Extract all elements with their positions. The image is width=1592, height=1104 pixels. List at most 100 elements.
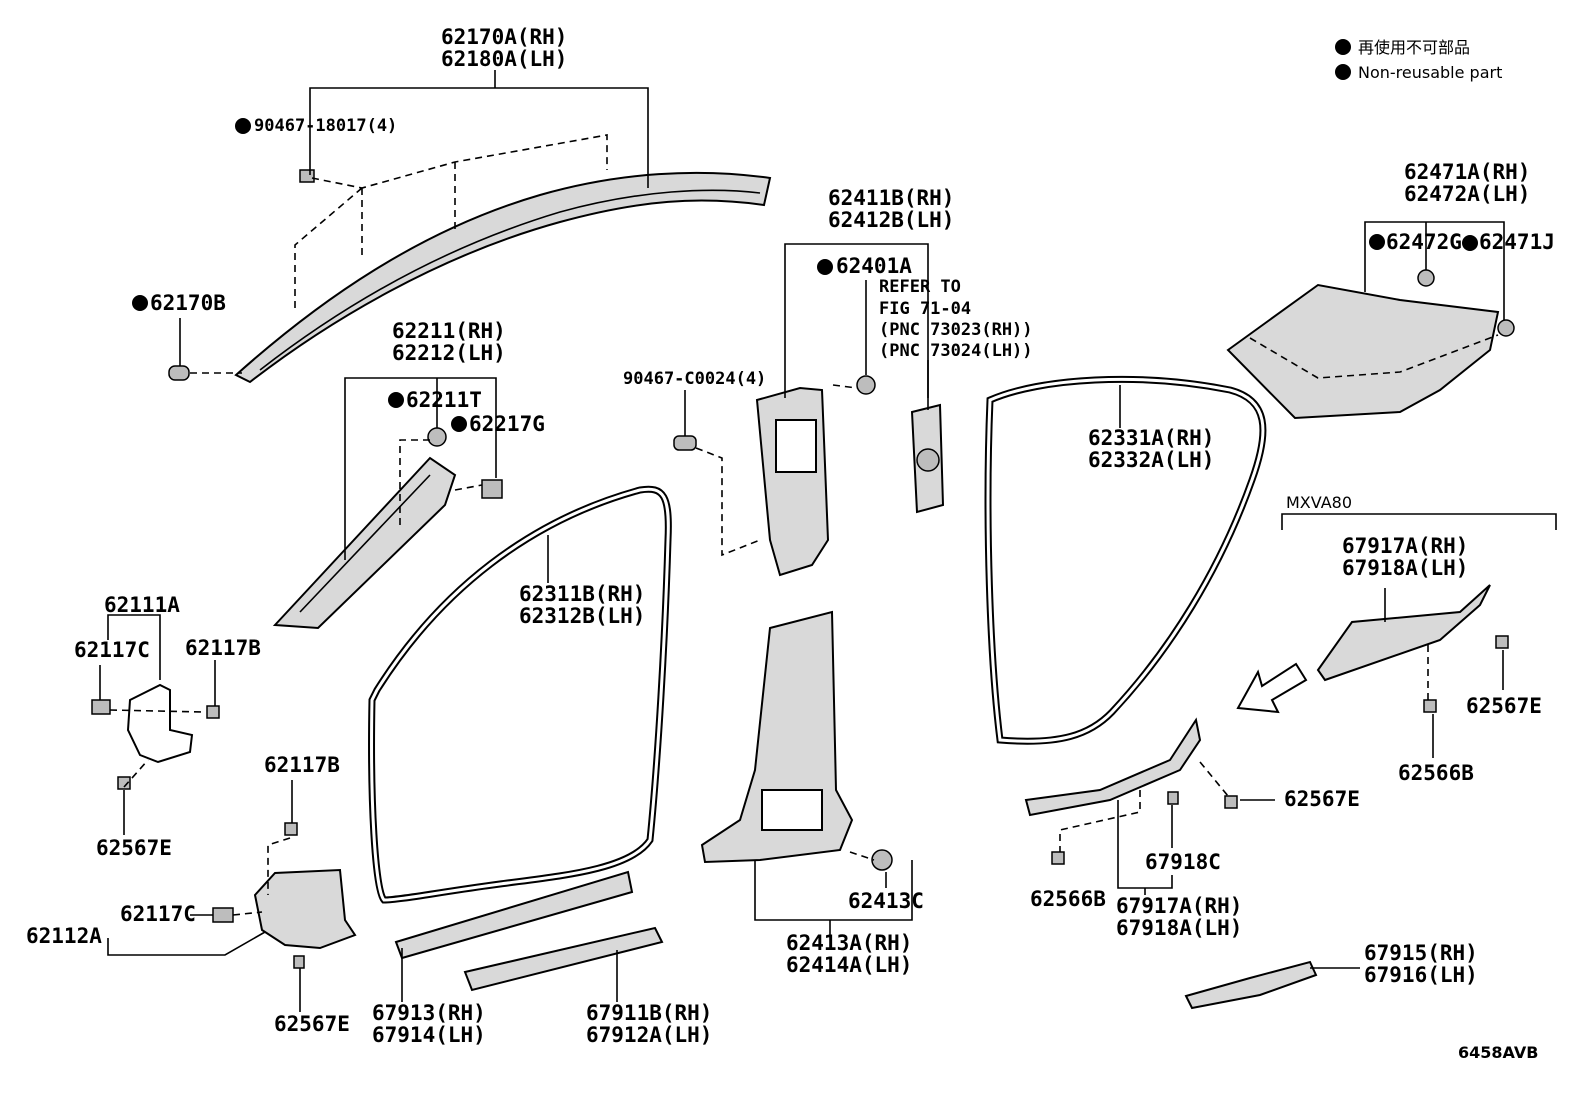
label-62311B: 62311B(RH) — [519, 582, 645, 606]
front-scuff-plate-part — [394, 870, 634, 960]
clip-icon — [206, 705, 220, 719]
clip-icon — [1167, 791, 1179, 805]
label-62567E: 62567E — [1466, 694, 1542, 718]
label-62412B: 62412B(LH) — [828, 208, 954, 232]
label-62211T: 62211T — [406, 388, 482, 412]
quarter-pillar-garnish-part — [1226, 269, 1515, 420]
direction-arrow-icon — [1236, 662, 1308, 714]
label-refer-pnc-lh: (PNC 73024(LH)) — [879, 341, 1033, 361]
non-reusable-bullet-icon — [1462, 235, 1478, 251]
roof-side-garnish-part — [168, 169, 772, 384]
label-62566B: 62566B — [1030, 887, 1106, 911]
clip-icon — [916, 448, 940, 472]
label-62567E: 62567E — [96, 836, 172, 860]
clip-icon — [1497, 319, 1515, 337]
label-62117C: 62117C — [74, 638, 150, 662]
label-62401A: 62401A — [836, 254, 912, 278]
front-pillar-garnish-part — [272, 427, 503, 630]
clip-icon — [1224, 795, 1238, 809]
non-reusable-bullet-icon — [817, 259, 833, 275]
legend: 再使用不可部品 Non-reusable part — [1335, 38, 1502, 82]
label-62413A: 62413A(RH) — [786, 931, 912, 955]
center-pillar-lower-garnish-part — [700, 610, 893, 871]
label-62472G: 62472G — [1386, 230, 1462, 254]
label-67914: 67914(LH) — [372, 1023, 486, 1047]
clip-icon — [91, 699, 111, 715]
label-62170B: 62170B — [150, 291, 226, 315]
legend-jp: 再使用不可部品 — [1358, 38, 1470, 57]
clip-icon — [284, 822, 298, 836]
clip-icon — [1051, 851, 1065, 865]
figure-code: 6458AVB — [1458, 1043, 1538, 1062]
label-refer-to: REFER TO — [879, 277, 961, 297]
clip-icon — [1417, 269, 1435, 287]
leader-lines — [99, 70, 1557, 1012]
front-door-weatherstrip-part — [368, 485, 672, 904]
label-67916: 67916(LH) — [1364, 963, 1478, 987]
label-62471A: 62471A(RH) — [1404, 160, 1530, 184]
front-scuff-inner-part — [463, 926, 664, 992]
clip-icon — [1495, 635, 1509, 649]
clip-icon — [673, 435, 697, 451]
label-62312B: 62312B(LH) — [519, 604, 645, 628]
label-mxva80: MXVA80 — [1286, 493, 1352, 512]
part-labels: 62170A(RH) 62180A(LH) 90467-18017(4) 621… — [26, 25, 1555, 1062]
rear-scuff-plate-part — [1184, 960, 1318, 1010]
non-reusable-bullet-icon — [1335, 64, 1351, 80]
clip-icon — [1423, 699, 1437, 713]
non-reusable-markers — [132, 118, 1478, 432]
clip-icon — [856, 375, 876, 395]
label-67917A: 67917A(RH) — [1342, 534, 1468, 558]
non-reusable-bullet-icon — [235, 118, 251, 134]
clip-icon — [481, 479, 503, 499]
label-67911B: 67911B(RH) — [586, 1001, 712, 1025]
label-90467-18017: 90467-18017(4) — [254, 116, 397, 136]
label-62471J: 62471J — [1479, 230, 1555, 254]
clip-icon — [168, 365, 190, 381]
label-67918C: 67918C — [1145, 850, 1221, 874]
clip-icon — [212, 907, 234, 923]
label-90467-C0024: 90467-C0024(4) — [623, 369, 766, 389]
clip-icon — [871, 849, 893, 871]
label-67918A: 67918A(LH) — [1116, 916, 1242, 940]
label-62212: 62212(LH) — [392, 341, 506, 365]
label-refer-pnc-rh: (PNC 73023(RH)) — [879, 320, 1033, 340]
label-62413C: 62413C — [848, 889, 924, 913]
label-62111A: 62111A — [104, 593, 180, 617]
label-62472A: 62472A(LH) — [1404, 182, 1530, 206]
label-62411B: 62411B(RH) — [828, 186, 954, 210]
rear-scuff-mxva80-part — [1316, 584, 1509, 713]
clip-icon — [299, 169, 315, 183]
label-67915: 67915(RH) — [1364, 941, 1478, 965]
label-62117C: 62117C — [120, 902, 196, 926]
clip-icon — [293, 955, 305, 969]
label-62117B: 62117B — [185, 636, 261, 660]
label-62112A: 62112A — [26, 924, 102, 948]
label-refer-fig: FIG 71-04 — [879, 299, 971, 319]
center-pillar-upper-garnish-part — [673, 375, 876, 577]
label-62414A: 62414A(LH) — [786, 953, 912, 977]
rear-scuff-lower-part — [1024, 717, 1238, 865]
non-reusable-bullet-icon — [451, 416, 467, 432]
label-62180A: 62180A(LH) — [441, 47, 567, 71]
label-62217G: 62217G — [469, 412, 545, 436]
non-reusable-bullet-icon — [1335, 39, 1351, 55]
label-67917A: 67917A(RH) — [1116, 894, 1242, 918]
seat-belt-cover-part — [910, 403, 945, 514]
clip-icon — [117, 776, 131, 790]
label-62567E: 62567E — [274, 1012, 350, 1036]
cowl-lower-trim-part — [212, 822, 357, 969]
label-62117B: 62117B — [264, 753, 340, 777]
label-62567E: 62567E — [1284, 787, 1360, 811]
label-67913: 67913(RH) — [372, 1001, 486, 1025]
label-62211: 62211(RH) — [392, 319, 506, 343]
rear-door-weatherstrip-part — [984, 375, 1267, 745]
non-reusable-bullet-icon — [388, 392, 404, 408]
cowl-side-trim-part — [91, 683, 220, 790]
label-62170A: 62170A(RH) — [441, 25, 567, 49]
clip-icon — [427, 427, 447, 447]
non-reusable-bullet-icon — [132, 295, 148, 311]
label-62332A: 62332A(LH) — [1088, 448, 1214, 472]
